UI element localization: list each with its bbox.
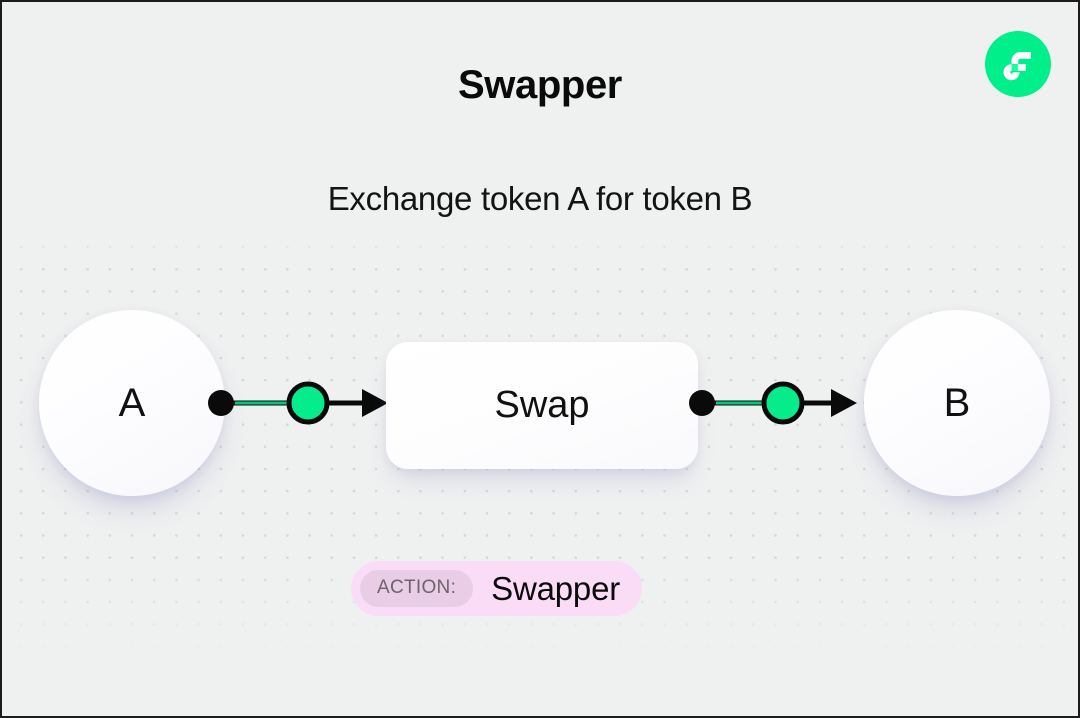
- edge-green-marker: [761, 381, 805, 425]
- node-swap[interactable]: Swap: [386, 342, 698, 469]
- edge-token-a-to-swap: [205, 381, 395, 425]
- node-token-a[interactable]: A: [39, 310, 225, 496]
- action-badge-key: ACTION:: [360, 570, 474, 607]
- action-badge-value: Swapper: [491, 569, 621, 607]
- edge-arrowhead-icon: [831, 389, 857, 417]
- flow-diagram: A Swap B: [2, 302, 1078, 532]
- node-token-a-label: A: [118, 380, 146, 425]
- edge-green-marker: [286, 381, 330, 425]
- edge-source-handle: [689, 390, 715, 416]
- node-token-b[interactable]: B: [864, 310, 1050, 496]
- edge-arrowhead-icon: [362, 389, 388, 417]
- flow-logo-icon: [998, 44, 1038, 84]
- page-subtitle: Exchange token A for token B: [327, 180, 753, 217]
- action-badge: ACTION: Swapper: [351, 561, 643, 616]
- page-title: Swapper: [458, 63, 622, 107]
- node-token-b-label: B: [943, 380, 971, 425]
- edge-source-handle: [208, 390, 234, 416]
- node-swap-label: Swap: [494, 384, 590, 426]
- edge-swap-to-token-b: [686, 381, 864, 425]
- flow-logo-badge: [985, 31, 1051, 97]
